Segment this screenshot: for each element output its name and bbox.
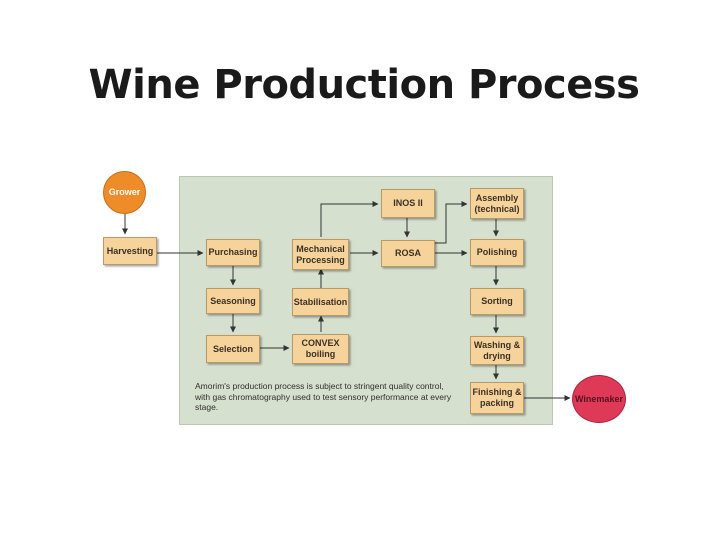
sorting-node: Sorting bbox=[470, 288, 524, 315]
mechanical-processing-node: Mechanical Processing bbox=[292, 239, 349, 270]
slide-title: Wine Production Process bbox=[88, 62, 640, 108]
harvesting-node: Harvesting bbox=[103, 237, 157, 265]
quality-control-note: Amorim's production process is subject t… bbox=[195, 381, 452, 412]
polishing-node: Polishing bbox=[470, 239, 524, 266]
stabilisation-node: Stabilisation bbox=[292, 288, 349, 316]
inos-ii-node: INOS II bbox=[381, 189, 435, 218]
convex-boiling-node: CONVEX boiling bbox=[292, 334, 349, 364]
finishing-packing-node: Finishing & packing bbox=[470, 382, 524, 414]
washing-drying-node: Washing & drying bbox=[470, 336, 524, 365]
selection-node: Selection bbox=[206, 335, 260, 363]
rosa-node: ROSA bbox=[381, 240, 435, 267]
winemaker-node: Winemaker bbox=[572, 375, 626, 423]
purchasing-node: Purchasing bbox=[206, 239, 260, 266]
assembly-node: Assembly (technical) bbox=[470, 188, 524, 219]
grower-node: Grower bbox=[103, 171, 146, 214]
seasoning-node: Seasoning bbox=[206, 288, 260, 314]
